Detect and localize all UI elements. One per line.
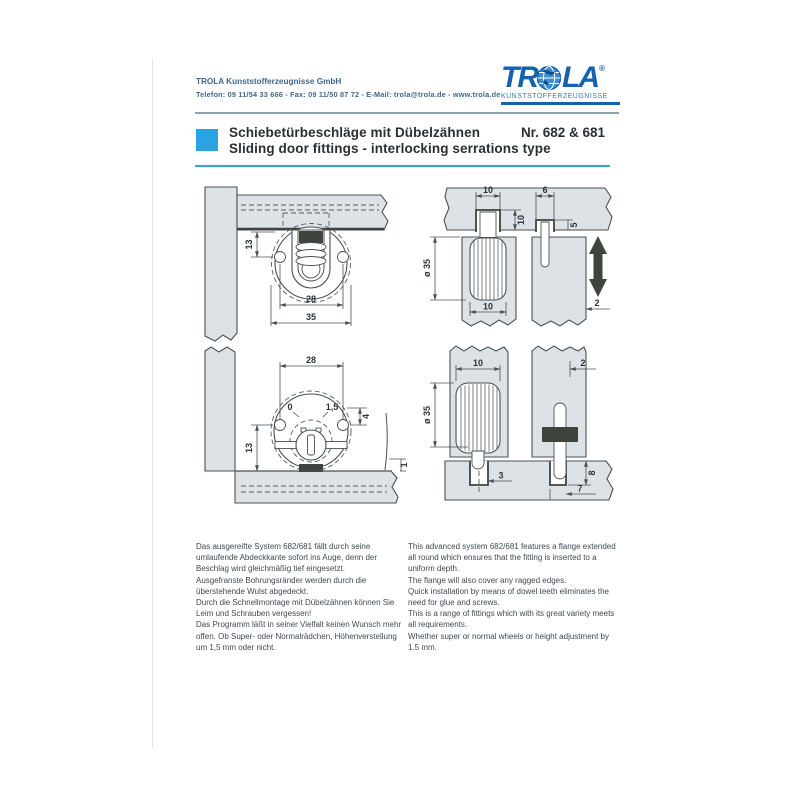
globe-icon bbox=[536, 65, 562, 90]
company-name: TROLA Kunststofferzeugnisse GmbH bbox=[196, 77, 342, 86]
dim-label-dia35: ø 35 bbox=[422, 259, 432, 277]
paragraph: Ausgefranste Bohrungsränder werden durch… bbox=[196, 575, 367, 596]
drawing-bottom-fitting-plan: 28 0 1,5 4 13 1 bbox=[204, 346, 409, 504]
wordmark-left: TR bbox=[501, 61, 539, 94]
trola-logo: TR LA ® KUNSTSTOFFERZEUGNISSE bbox=[501, 63, 622, 105]
drawing-top-fitting-section: ø 35 10 10 6 5 10 2 bbox=[422, 185, 613, 327]
dimensions: 28 0 1,5 4 13 1 bbox=[244, 355, 409, 472]
adjust-label-1-5: 1,5 bbox=[326, 402, 339, 412]
dim-label-groove-width: 10 bbox=[483, 185, 493, 195]
dim-label-4: 4 bbox=[361, 414, 371, 419]
registered-trademark-icon: ® bbox=[599, 64, 605, 73]
logo-underline bbox=[501, 102, 620, 105]
paragraph: Das Programm läßt in seiner Vielfalt kei… bbox=[196, 620, 402, 652]
round-fitting-with-adjuster bbox=[235, 390, 392, 472]
wall-and-floor-panels bbox=[204, 346, 399, 504]
dim-label-dia35: ø 35 bbox=[422, 406, 432, 424]
dim-label-groove-depth: 10 bbox=[516, 215, 526, 225]
dim-label-pin-groove-width: 6 bbox=[542, 185, 547, 195]
round-fitting bbox=[271, 223, 351, 303]
adjust-label-0: 0 bbox=[287, 402, 292, 412]
product-number: Nr. 682 & 681 bbox=[520, 125, 605, 140]
dimensions: 13 28 35 bbox=[244, 231, 352, 326]
height-adjust-arrow-icon bbox=[589, 236, 607, 297]
dim-label-depth-8: 8 bbox=[587, 470, 597, 475]
top-board bbox=[443, 187, 613, 232]
blue-square-icon bbox=[196, 129, 218, 151]
dimensions: ø 35 10 3 2 8 7 bbox=[422, 358, 597, 500]
right-door-with-pin-roller bbox=[531, 345, 587, 480]
wordmark-right: LA bbox=[562, 61, 600, 94]
title-divider bbox=[195, 165, 610, 167]
trola-wordmark: TR LA ® bbox=[501, 61, 622, 94]
body-text-english: This advanced system 682/681 features a … bbox=[408, 541, 621, 653]
paragraph: Durch die Schnellmontage mit Dübelzähnen… bbox=[196, 598, 395, 619]
paragraph: Quick installation by means of dowel tee… bbox=[408, 586, 609, 608]
company-contact-line: Telefon: 09 11/54 33 666 - Fax: 09 11/50… bbox=[196, 90, 501, 99]
body-text-german: Das ausgereifte System 682/681 fällt dur… bbox=[196, 541, 404, 653]
header-divider bbox=[195, 112, 619, 114]
paragraph: Das ausgereifte System 682/681 fällt dur… bbox=[196, 542, 378, 574]
left-door-with-roller bbox=[461, 211, 517, 327]
dim-label-pin-groove-depth: 5 bbox=[569, 222, 579, 227]
dim-label-28: 28 bbox=[306, 355, 316, 365]
page-title-german: Schiebetürbeschläge mit Dübelzähnen bbox=[229, 125, 481, 140]
dim-label-offset-2: 2 bbox=[580, 358, 585, 368]
dim-label-groove-3: 3 bbox=[498, 471, 503, 481]
left-door-with-roller bbox=[449, 345, 509, 470]
paragraph: This is a range of fittings which with i… bbox=[408, 609, 615, 630]
paragraph: This advanced system 682/681 features a … bbox=[408, 542, 616, 574]
dim-label-13: 13 bbox=[244, 443, 254, 453]
wall-panel bbox=[204, 186, 389, 342]
drawing-bottom-fitting-section: ø 35 10 3 2 8 7 bbox=[422, 345, 614, 501]
dim-label-roller-width: 10 bbox=[473, 358, 483, 368]
dimensions: ø 35 10 10 6 5 10 2 bbox=[422, 185, 610, 316]
page-scan-edge bbox=[152, 58, 153, 748]
right-door-with-pin bbox=[531, 221, 587, 327]
dim-label-groove-7: 7 bbox=[577, 484, 582, 494]
drawing-top-fitting-plan: 13 28 35 bbox=[204, 186, 389, 342]
dim-label-35: 35 bbox=[306, 312, 316, 322]
paragraph: The flange will also cover any ragged ed… bbox=[408, 575, 567, 585]
dim-label-13: 13 bbox=[244, 239, 254, 249]
dim-label-28: 28 bbox=[306, 294, 316, 304]
dim-label-1: 1 bbox=[399, 462, 409, 467]
page-title-english: Sliding door fittings - interlocking ser… bbox=[229, 141, 551, 156]
dim-label-roller-width: 10 bbox=[483, 302, 493, 312]
paragraph: Whether super or normal wheels or height… bbox=[408, 631, 609, 652]
logo-subtitle: KUNSTSTOFFERZEUGNISSE bbox=[501, 93, 608, 100]
dim-label-offset-2: 2 bbox=[594, 298, 599, 308]
